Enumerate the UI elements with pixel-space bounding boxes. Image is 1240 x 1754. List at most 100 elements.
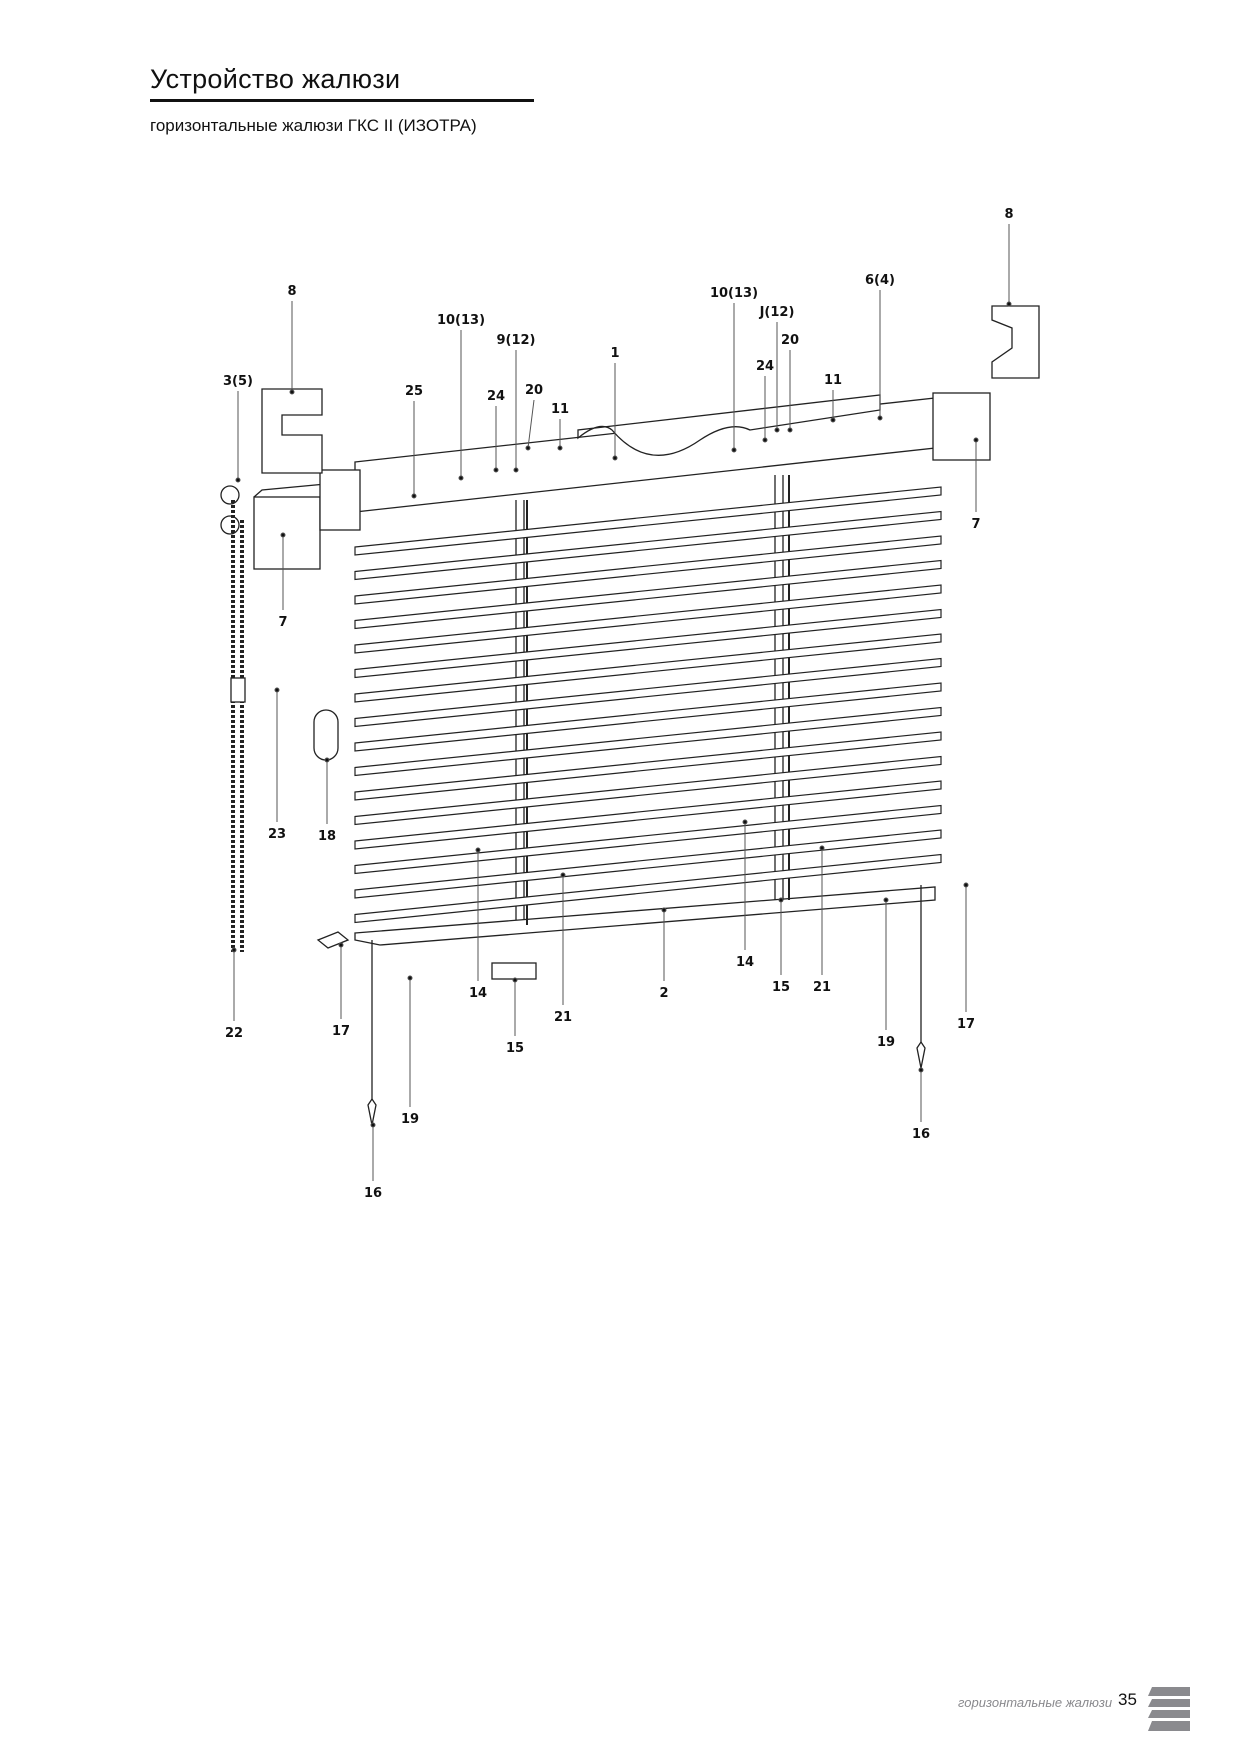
headrail-cover xyxy=(577,394,881,456)
page-subtitle: горизонтальные жалюзи ГКС II (ИЗОТРА) xyxy=(150,116,477,135)
part-label: 20 xyxy=(781,333,799,348)
leader-dot xyxy=(324,757,330,763)
part-label: 9(12) xyxy=(496,333,535,348)
part-label: 8 xyxy=(1004,207,1013,222)
cord-guide xyxy=(491,962,537,980)
slat xyxy=(354,486,942,556)
part-label: 16 xyxy=(912,1127,930,1142)
leader-dot xyxy=(774,427,780,433)
part-label: 7 xyxy=(278,615,287,630)
leader-dot xyxy=(612,455,618,461)
slats-group xyxy=(354,486,942,924)
slat xyxy=(354,559,942,630)
tassel-left xyxy=(367,1097,377,1126)
slat xyxy=(354,584,942,654)
slat xyxy=(354,829,942,899)
leader-line xyxy=(527,399,535,449)
footer-section-title: горизонтальные жалюзи xyxy=(958,1695,1113,1710)
part-label: 24 xyxy=(487,389,505,404)
slat xyxy=(354,853,942,924)
part-label: 10(13) xyxy=(710,286,758,301)
part-label: 17 xyxy=(957,1017,975,1032)
leader-dot xyxy=(513,467,519,473)
part-label: 14 xyxy=(469,986,487,1001)
slat xyxy=(354,535,942,605)
bottom-rail xyxy=(354,886,936,946)
left-end-cap xyxy=(253,496,321,570)
leader-dot xyxy=(762,437,768,443)
part-label: 10(13) xyxy=(437,313,485,328)
part-label: 15 xyxy=(506,1041,524,1056)
left-bracket xyxy=(261,388,323,474)
part-label: 14 xyxy=(736,955,754,970)
leader-dot xyxy=(731,447,737,453)
part-label: 7 xyxy=(971,517,980,532)
leader-dot xyxy=(289,389,295,395)
chain-pulley xyxy=(220,485,240,505)
leader-dot xyxy=(819,845,825,851)
leader-dot xyxy=(493,467,499,473)
leader-dot xyxy=(557,445,563,451)
part-label: 11 xyxy=(824,373,842,388)
leader-dot xyxy=(918,1067,924,1073)
leader-dot xyxy=(407,975,413,981)
slat xyxy=(354,682,942,752)
leader-dot xyxy=(370,1122,376,1128)
slat xyxy=(354,706,942,777)
leader-dot xyxy=(231,947,237,953)
page-title: Устройство жалюзи xyxy=(150,64,401,94)
part-label: 24 xyxy=(756,359,774,374)
left-mechanism xyxy=(319,469,361,531)
part-label: 19 xyxy=(401,1112,419,1127)
leader-dot xyxy=(830,417,836,423)
part-label: 6(4) xyxy=(865,273,895,288)
leader-dot xyxy=(661,907,667,913)
leader-dot xyxy=(280,532,286,538)
leader-dot xyxy=(560,872,566,878)
leader-dot xyxy=(525,445,531,451)
slat xyxy=(354,657,942,728)
slat xyxy=(354,608,942,679)
part-label: 17 xyxy=(332,1024,350,1039)
slat xyxy=(354,510,942,581)
chain-holder xyxy=(313,709,339,761)
page-number: 35 xyxy=(1118,1690,1137,1709)
blinds-logo-icon xyxy=(1148,1687,1190,1731)
part-label: 16 xyxy=(364,1186,382,1201)
part-label: 21 xyxy=(554,1010,572,1025)
right-end-cap xyxy=(932,392,991,461)
leader-dot xyxy=(274,687,280,693)
part-label: 19 xyxy=(877,1035,895,1050)
part-label: 20 xyxy=(525,383,543,398)
part-label: 2 xyxy=(659,986,668,1001)
part-label: 23 xyxy=(268,827,286,842)
right-bracket xyxy=(991,305,1040,379)
leader-dot xyxy=(512,977,518,983)
part-label: 15 xyxy=(772,980,790,995)
leader-dot xyxy=(338,942,344,948)
leader-dot xyxy=(475,847,481,853)
tassel-right xyxy=(916,1040,926,1069)
title-underline xyxy=(150,99,534,102)
leader-dot xyxy=(877,415,883,421)
leader-dot xyxy=(883,897,889,903)
leader-dot xyxy=(458,475,464,481)
slat xyxy=(354,731,942,801)
slat xyxy=(354,804,942,875)
part-label: 3(5) xyxy=(223,374,253,389)
part-label: 1 xyxy=(610,346,619,361)
leader-dot xyxy=(787,427,793,433)
leader-dot xyxy=(1006,301,1012,307)
part-label: 8 xyxy=(287,284,296,299)
leader-dot xyxy=(742,819,748,825)
leader-dot xyxy=(778,897,784,903)
leader-dot xyxy=(411,493,417,499)
part-label: J(12) xyxy=(759,305,795,320)
slat xyxy=(354,755,942,826)
part-label: 25 xyxy=(405,384,423,399)
cord-lock xyxy=(316,931,350,949)
part-label: 18 xyxy=(318,829,336,844)
part-label: 22 xyxy=(225,1026,243,1041)
slat xyxy=(354,633,942,703)
